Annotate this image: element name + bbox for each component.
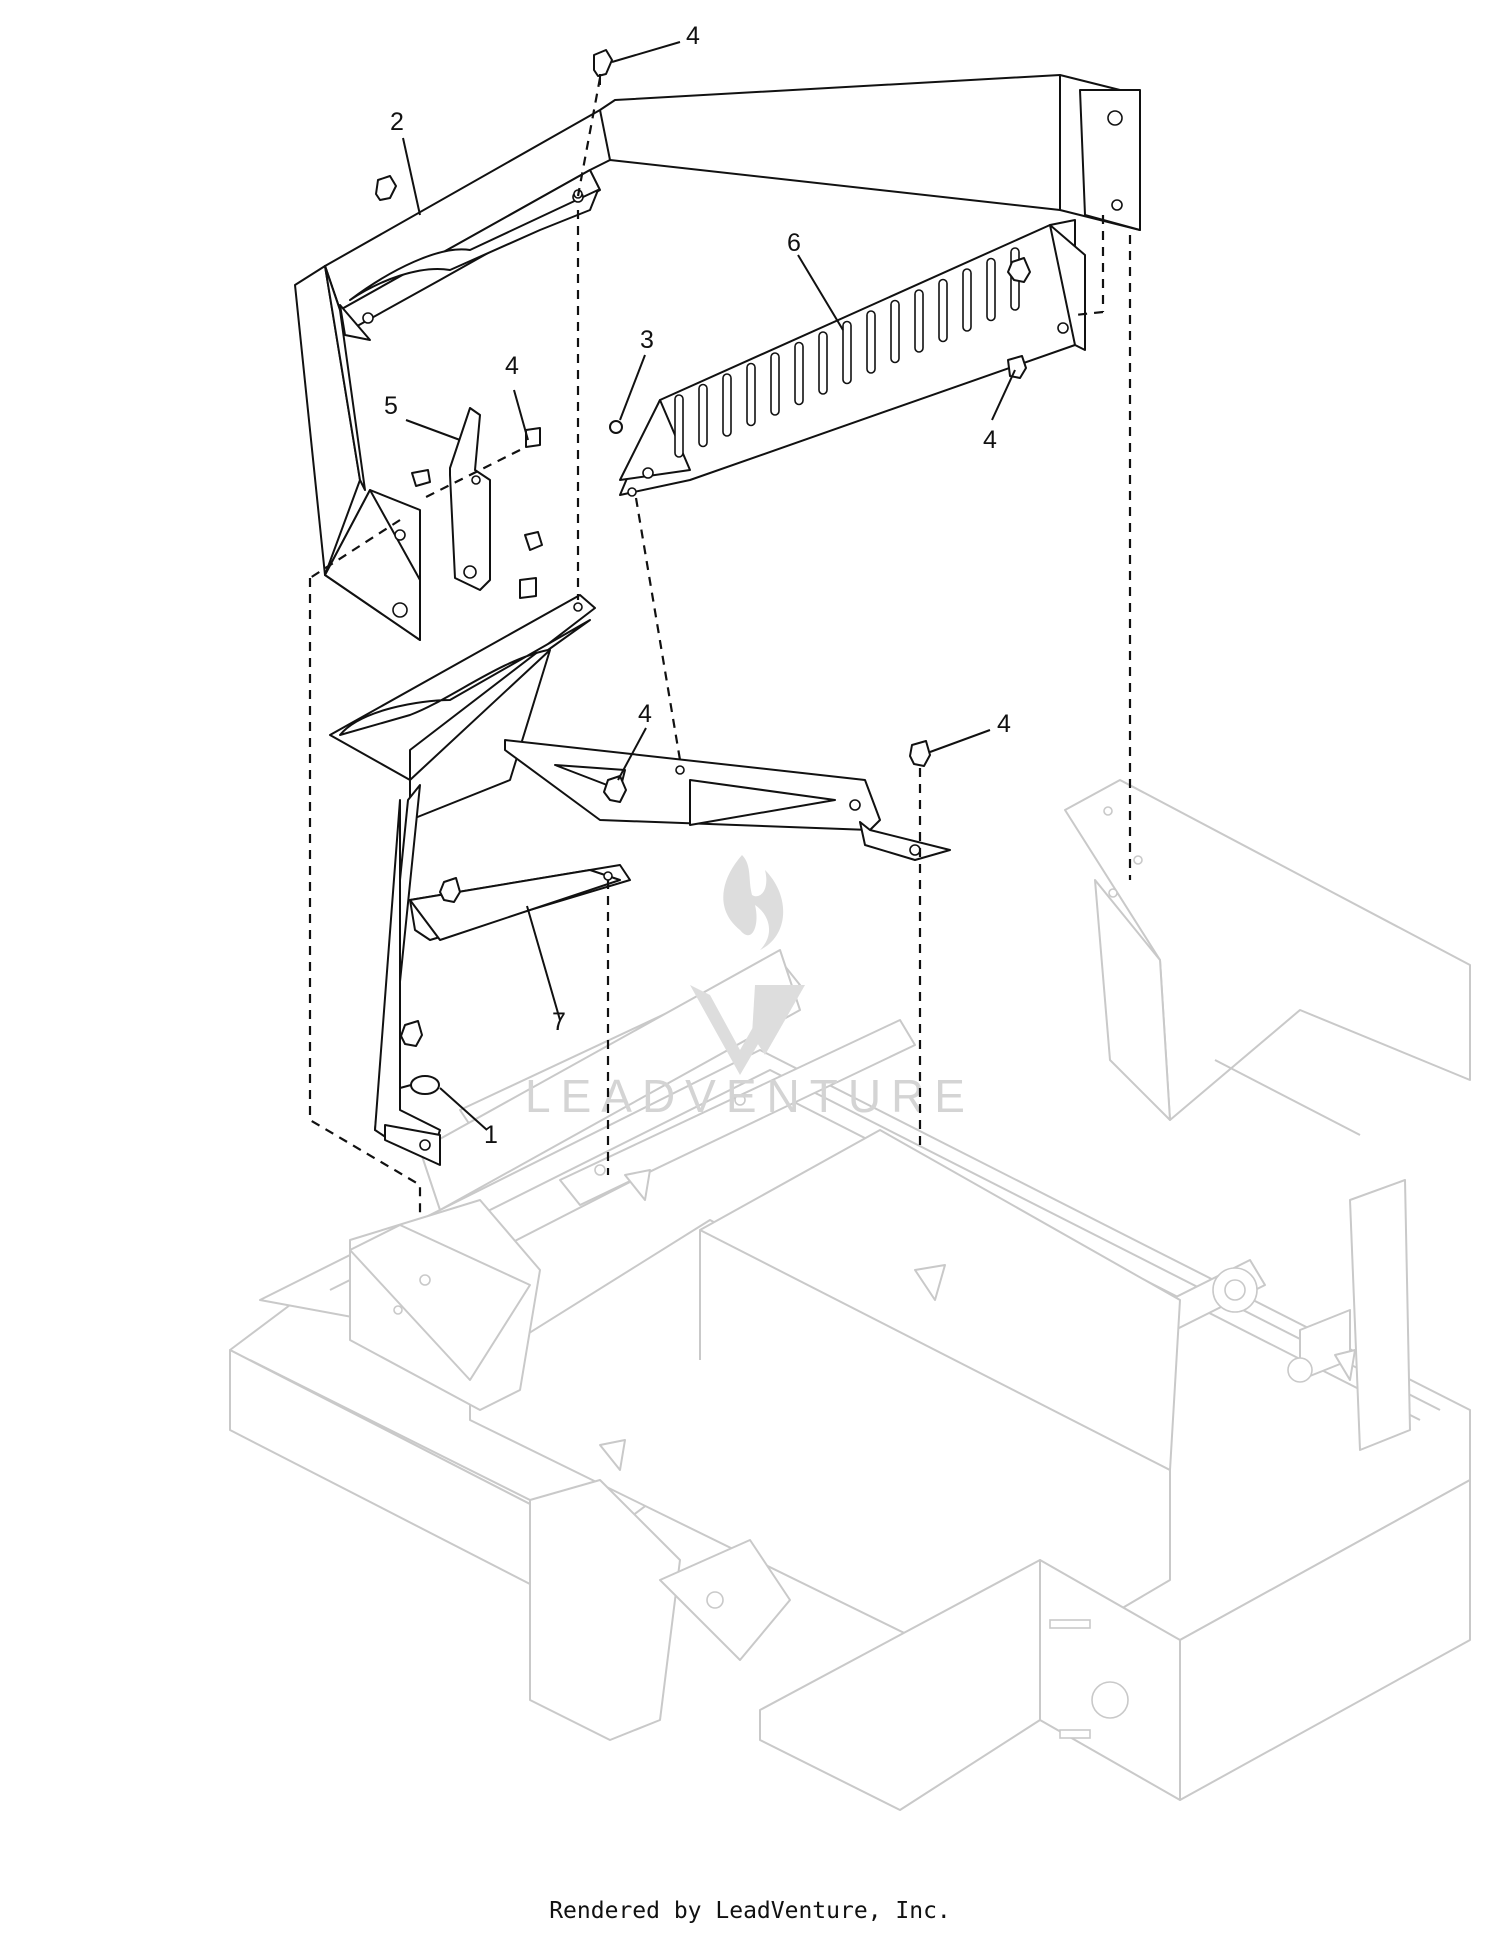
- callout-6: 6: [787, 229, 801, 257]
- hardware: [375, 49, 1031, 1095]
- leadventure-watermark: LEADVENTURE: [525, 855, 975, 1122]
- callout-4-mid: 4: [638, 700, 652, 728]
- part-6-slotted-panel: [619, 219, 1086, 496]
- vent-slot: [746, 362, 756, 427]
- callout-4-top: 4: [686, 22, 700, 50]
- callout-4-right: 4: [983, 426, 997, 454]
- callout-labels: 4 2 6 3 4 5 4 4 4 7 1: [384, 22, 1011, 1149]
- part-2-bracket: [294, 74, 1141, 641]
- vent-slot: [890, 299, 900, 364]
- callout-3: 3: [640, 326, 654, 354]
- part-7-bracket: [329, 594, 951, 1166]
- callout-4-left: 4: [505, 352, 519, 380]
- vent-slot: [842, 320, 852, 385]
- callout-1: 1: [484, 1121, 498, 1149]
- vent-slot: [698, 383, 708, 448]
- vent-slot: [770, 352, 780, 416]
- vent-slot: [962, 268, 972, 332]
- vent-slot: [938, 278, 948, 343]
- alignment-lines: [308, 77, 1132, 1215]
- vent-slot: [986, 257, 996, 322]
- vent-slot: [866, 310, 876, 374]
- callout-leaders: [402, 41, 1016, 1131]
- vent-slot: [722, 373, 732, 437]
- callout-2: 2: [390, 108, 404, 136]
- vent-slot: [818, 331, 828, 395]
- vent-slot: [674, 394, 684, 458]
- watermark-text: LEADVENTURE: [525, 1070, 975, 1122]
- part-5-plate: [449, 407, 491, 591]
- chassis-frame: [229, 779, 1471, 1811]
- callout-7: 7: [552, 1008, 566, 1036]
- callout-5: 5: [384, 392, 398, 420]
- vent-slot: [914, 289, 924, 353]
- vent-slot: [794, 341, 804, 406]
- callout-4-midright: 4: [997, 710, 1011, 738]
- render-credit: Rendered by LeadVenture, Inc.: [549, 1898, 951, 1924]
